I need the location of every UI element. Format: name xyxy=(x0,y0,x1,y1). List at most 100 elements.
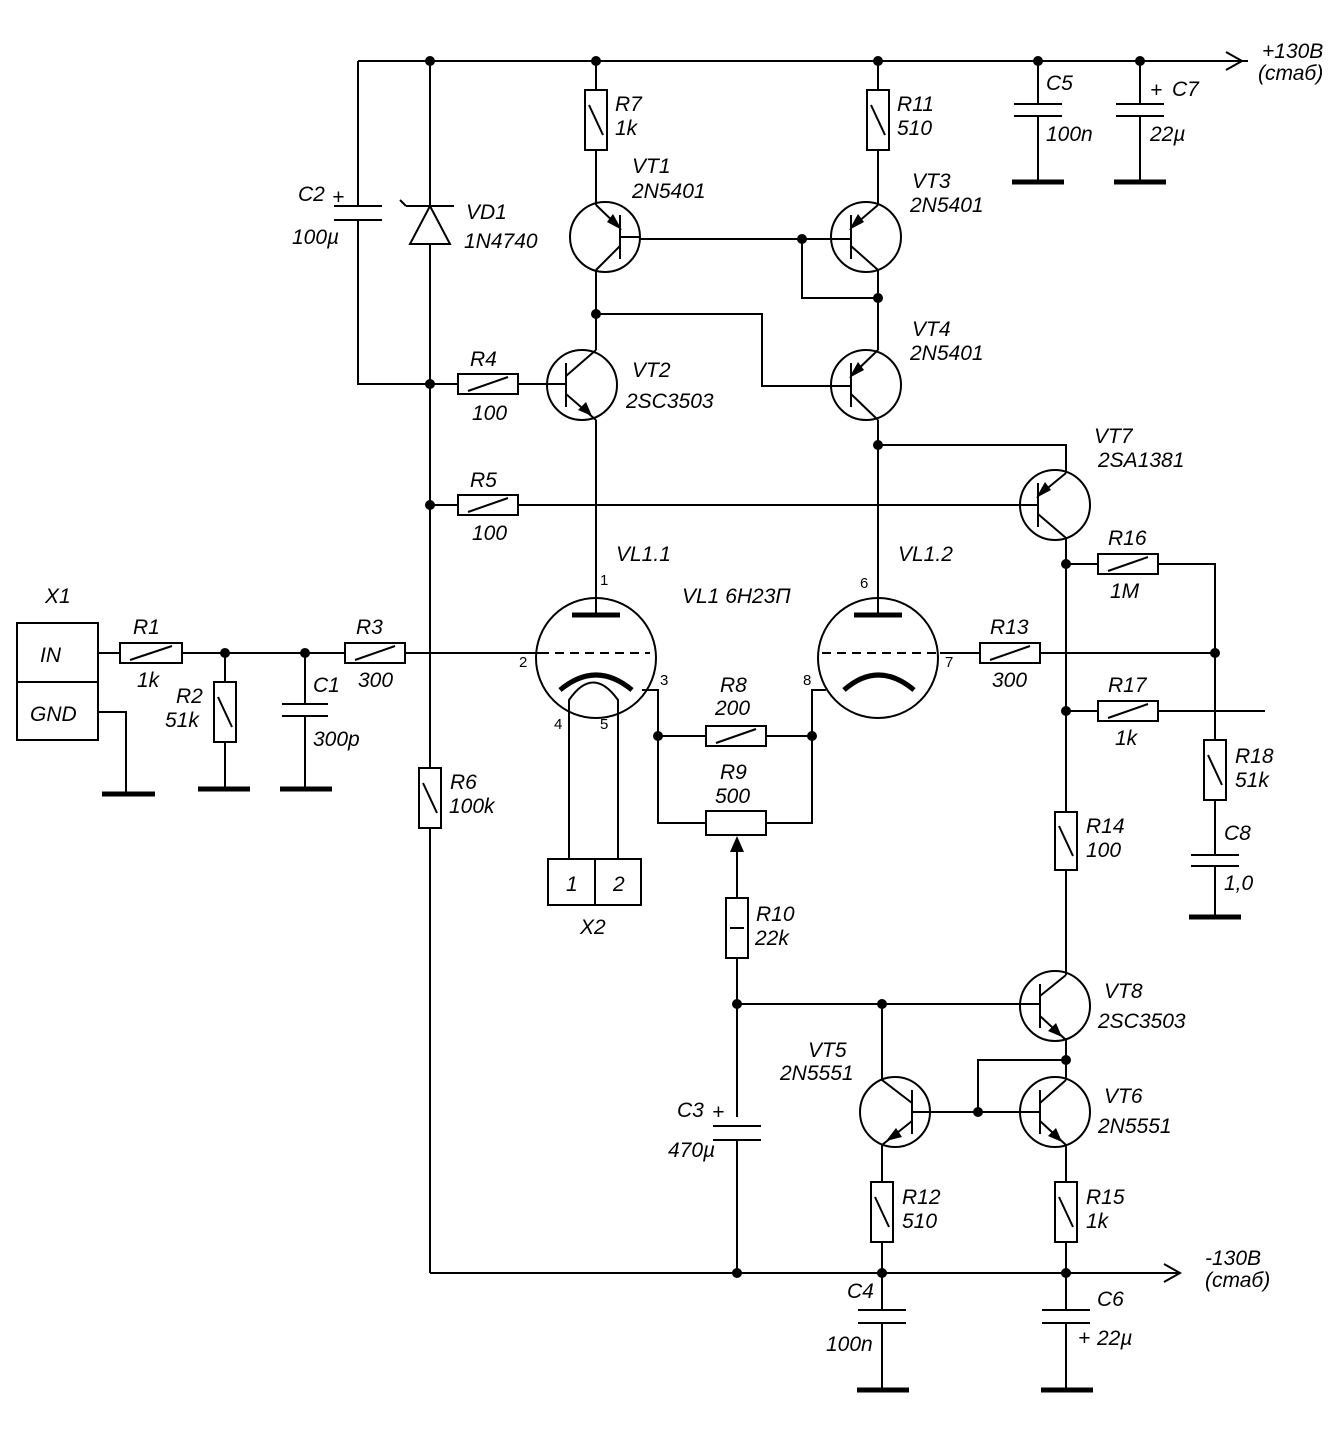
transistor-vt5 xyxy=(859,1076,931,1148)
x2-pin1: 1 xyxy=(566,873,578,896)
capacitor-c5 xyxy=(1014,103,1062,117)
tube-pin-7: 7 xyxy=(945,654,953,671)
r16-value: 1M xyxy=(1110,580,1140,603)
vt4-part: 2N5401 xyxy=(909,342,984,365)
tube-half1-label: VL1.1 xyxy=(616,543,671,566)
r12-ref: R12 xyxy=(902,1186,941,1209)
resistor-r15 xyxy=(1054,1181,1078,1243)
vt5-part: 2N5551 xyxy=(779,1062,854,1085)
resistor-r11 xyxy=(866,89,890,151)
ground-symbols xyxy=(102,179,1241,1393)
transistor-vt7 xyxy=(1019,469,1091,541)
r8-ref: R8 xyxy=(720,674,747,697)
c7-value: 22µ xyxy=(1149,123,1185,146)
resistor-r14 xyxy=(1054,811,1078,871)
c7-ref: C7 xyxy=(1172,78,1200,101)
r17-value: 1k xyxy=(1115,727,1139,750)
vt5-ref: VT5 xyxy=(808,1039,847,1062)
r14-ref: R14 xyxy=(1086,815,1125,838)
r2-ref: R2 xyxy=(176,685,203,708)
r17-ref: R17 xyxy=(1108,674,1148,697)
r6-ref: R6 xyxy=(450,771,477,794)
r8-value: 200 xyxy=(714,697,750,720)
resistor-r16 xyxy=(1097,553,1159,575)
r16-ref: R16 xyxy=(1108,527,1147,550)
resistor-r6 xyxy=(418,767,442,829)
tube-pin-4: 4 xyxy=(554,716,562,733)
c2-ref: C2 xyxy=(298,183,325,206)
r4-value: 100 xyxy=(472,402,507,425)
c1-value: 300p xyxy=(313,728,360,751)
r4-ref: R4 xyxy=(470,348,497,371)
zener-diode-vd1 xyxy=(399,199,454,245)
vd1-ref: VD1 xyxy=(466,201,507,224)
r13-ref: R13 xyxy=(990,616,1029,639)
c3-plus: + xyxy=(712,1101,724,1124)
r18-value: 51k xyxy=(1235,769,1270,792)
c8-value: 1,0 xyxy=(1224,872,1254,895)
r3-ref: R3 xyxy=(356,616,383,639)
c3-value: 470µ xyxy=(668,1139,715,1162)
resistor-r3 xyxy=(344,642,406,664)
resistor-r10 xyxy=(725,897,749,959)
potentiometer-r9 xyxy=(705,810,767,898)
vt4-ref: VT4 xyxy=(912,318,951,341)
capacitor-c1 xyxy=(282,703,328,717)
r9-value: 500 xyxy=(715,785,750,808)
c2-plus: + xyxy=(332,186,344,209)
capacitor-c8 xyxy=(1191,854,1239,867)
tube-pin-1: 1 xyxy=(600,572,608,589)
vt2-ref: VT2 xyxy=(632,359,671,382)
x2-pin2: 2 xyxy=(612,873,625,896)
r6-value: 100k xyxy=(449,795,496,818)
r12-value: 510 xyxy=(902,1210,937,1233)
resistor-r12 xyxy=(870,1181,894,1243)
r7-ref: R7 xyxy=(615,93,643,116)
r5-value: 100 xyxy=(472,522,507,545)
vt1-part: 2N5401 xyxy=(631,180,706,203)
c4-value: 100n xyxy=(826,1333,873,1356)
resistor-r1 xyxy=(119,642,183,664)
vt7-part: 2SA1381 xyxy=(1097,449,1184,472)
c2-value: 100µ xyxy=(292,226,339,249)
neg-rail-note: (стаб) xyxy=(1205,1269,1270,1292)
tube-half2-label: VL1.2 xyxy=(898,543,953,566)
c1-ref: C1 xyxy=(313,674,340,697)
r11-ref: R11 xyxy=(897,93,934,116)
r3-value: 300 xyxy=(358,669,393,692)
r9-ref: R9 xyxy=(720,761,747,784)
tube-vl1-1 xyxy=(535,597,657,719)
transistor-vt2 xyxy=(546,349,618,421)
x1-pin-gnd: GND xyxy=(30,703,77,726)
vt2-part: 2SC3503 xyxy=(625,390,714,413)
tube-label: VL1 6Н23П xyxy=(682,585,791,608)
vt8-ref: VT8 xyxy=(1104,980,1143,1003)
r15-value: 1k xyxy=(1086,1210,1110,1233)
junctions xyxy=(220,56,1220,1278)
vt3-ref: VT3 xyxy=(912,170,951,193)
resistor-r7 xyxy=(584,89,608,151)
c3-ref: C3 xyxy=(677,1099,704,1122)
vd1-part: 1N4740 xyxy=(464,230,538,253)
vt7-ref: VT7 xyxy=(1094,425,1134,448)
c5-ref: C5 xyxy=(1046,72,1073,95)
tube-vl1-2 xyxy=(817,597,940,719)
resistor-r17 xyxy=(1097,700,1159,722)
r18-ref: R18 xyxy=(1235,745,1274,768)
pos-rail-note: (стаб) xyxy=(1258,62,1323,85)
tube-pin-5: 5 xyxy=(600,716,608,733)
wires xyxy=(98,51,1265,1390)
resistor-r2 xyxy=(213,681,237,743)
r13-value: 300 xyxy=(992,669,1027,692)
r2-value: 51k xyxy=(165,709,200,732)
resistor-r5 xyxy=(457,494,519,516)
capacitor-c6 xyxy=(1042,1309,1090,1324)
r5-ref: R5 xyxy=(470,469,497,492)
r14-value: 100 xyxy=(1086,839,1121,862)
transistor-vt8 xyxy=(1019,970,1091,1042)
tube-pin-8: 8 xyxy=(803,672,811,689)
r10-ref: R10 xyxy=(756,903,795,926)
resistor-r13 xyxy=(979,642,1041,664)
c4-ref: C4 xyxy=(847,1280,874,1303)
